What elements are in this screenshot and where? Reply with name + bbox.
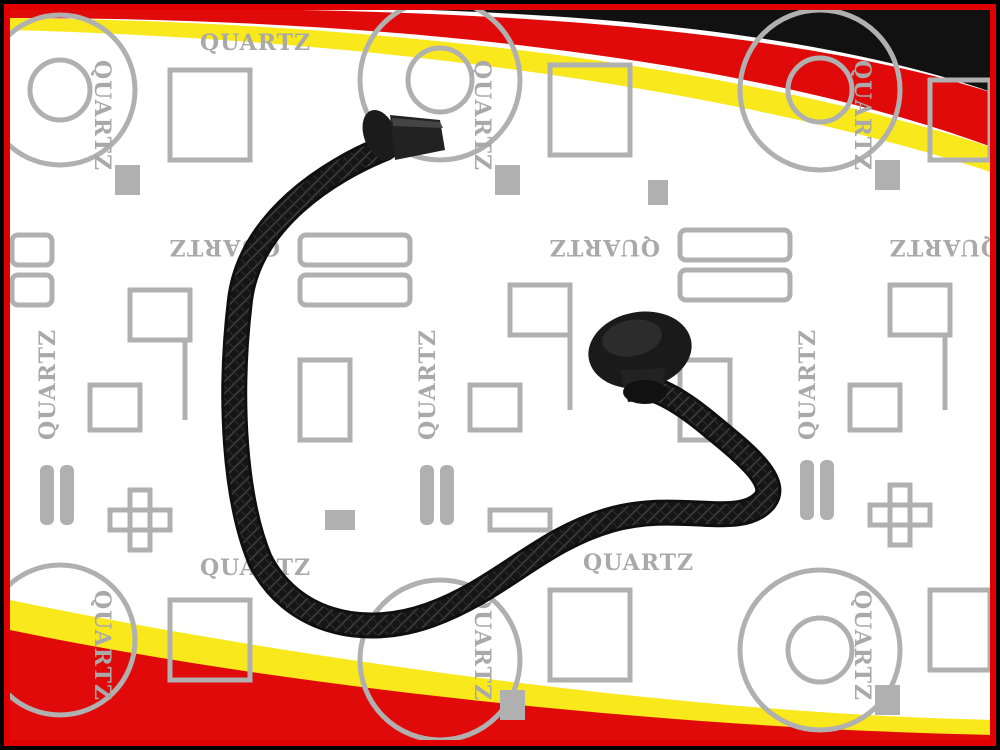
push-clip-top	[362, 109, 445, 161]
svg-text:QUARTZ: QUARTZ	[583, 550, 694, 576]
svg-text:QUARTZ: QUARTZ	[35, 329, 61, 440]
push-clip-bottom	[588, 311, 692, 404]
watermark-small-parts	[40, 160, 900, 720]
svg-text:QUARTZ: QUARTZ	[849, 590, 875, 701]
svg-text:QUARTZ: QUARTZ	[889, 234, 1000, 260]
svg-text:QUARTZ: QUARTZ	[89, 60, 115, 171]
watermark-brand-text: QUARTZ QUARTZ QUARTZ QUARTZ QUARTZ QUART…	[35, 30, 1000, 701]
svg-text:QUARTZ: QUARTZ	[849, 60, 875, 171]
braided-cord	[221, 135, 782, 639]
svg-text:QUARTZ: QUARTZ	[795, 329, 821, 440]
svg-text:QUARTZ: QUARTZ	[415, 329, 441, 440]
svg-text:QUARTZ: QUARTZ	[469, 60, 495, 171]
svg-text:QUARTZ: QUARTZ	[200, 30, 311, 56]
watermark-pattern	[10, 10, 990, 740]
svg-text:QUARTZ: QUARTZ	[89, 590, 115, 701]
bottom-flag-swoosh	[10, 600, 990, 740]
svg-text:QUARTZ: QUARTZ	[549, 234, 660, 260]
